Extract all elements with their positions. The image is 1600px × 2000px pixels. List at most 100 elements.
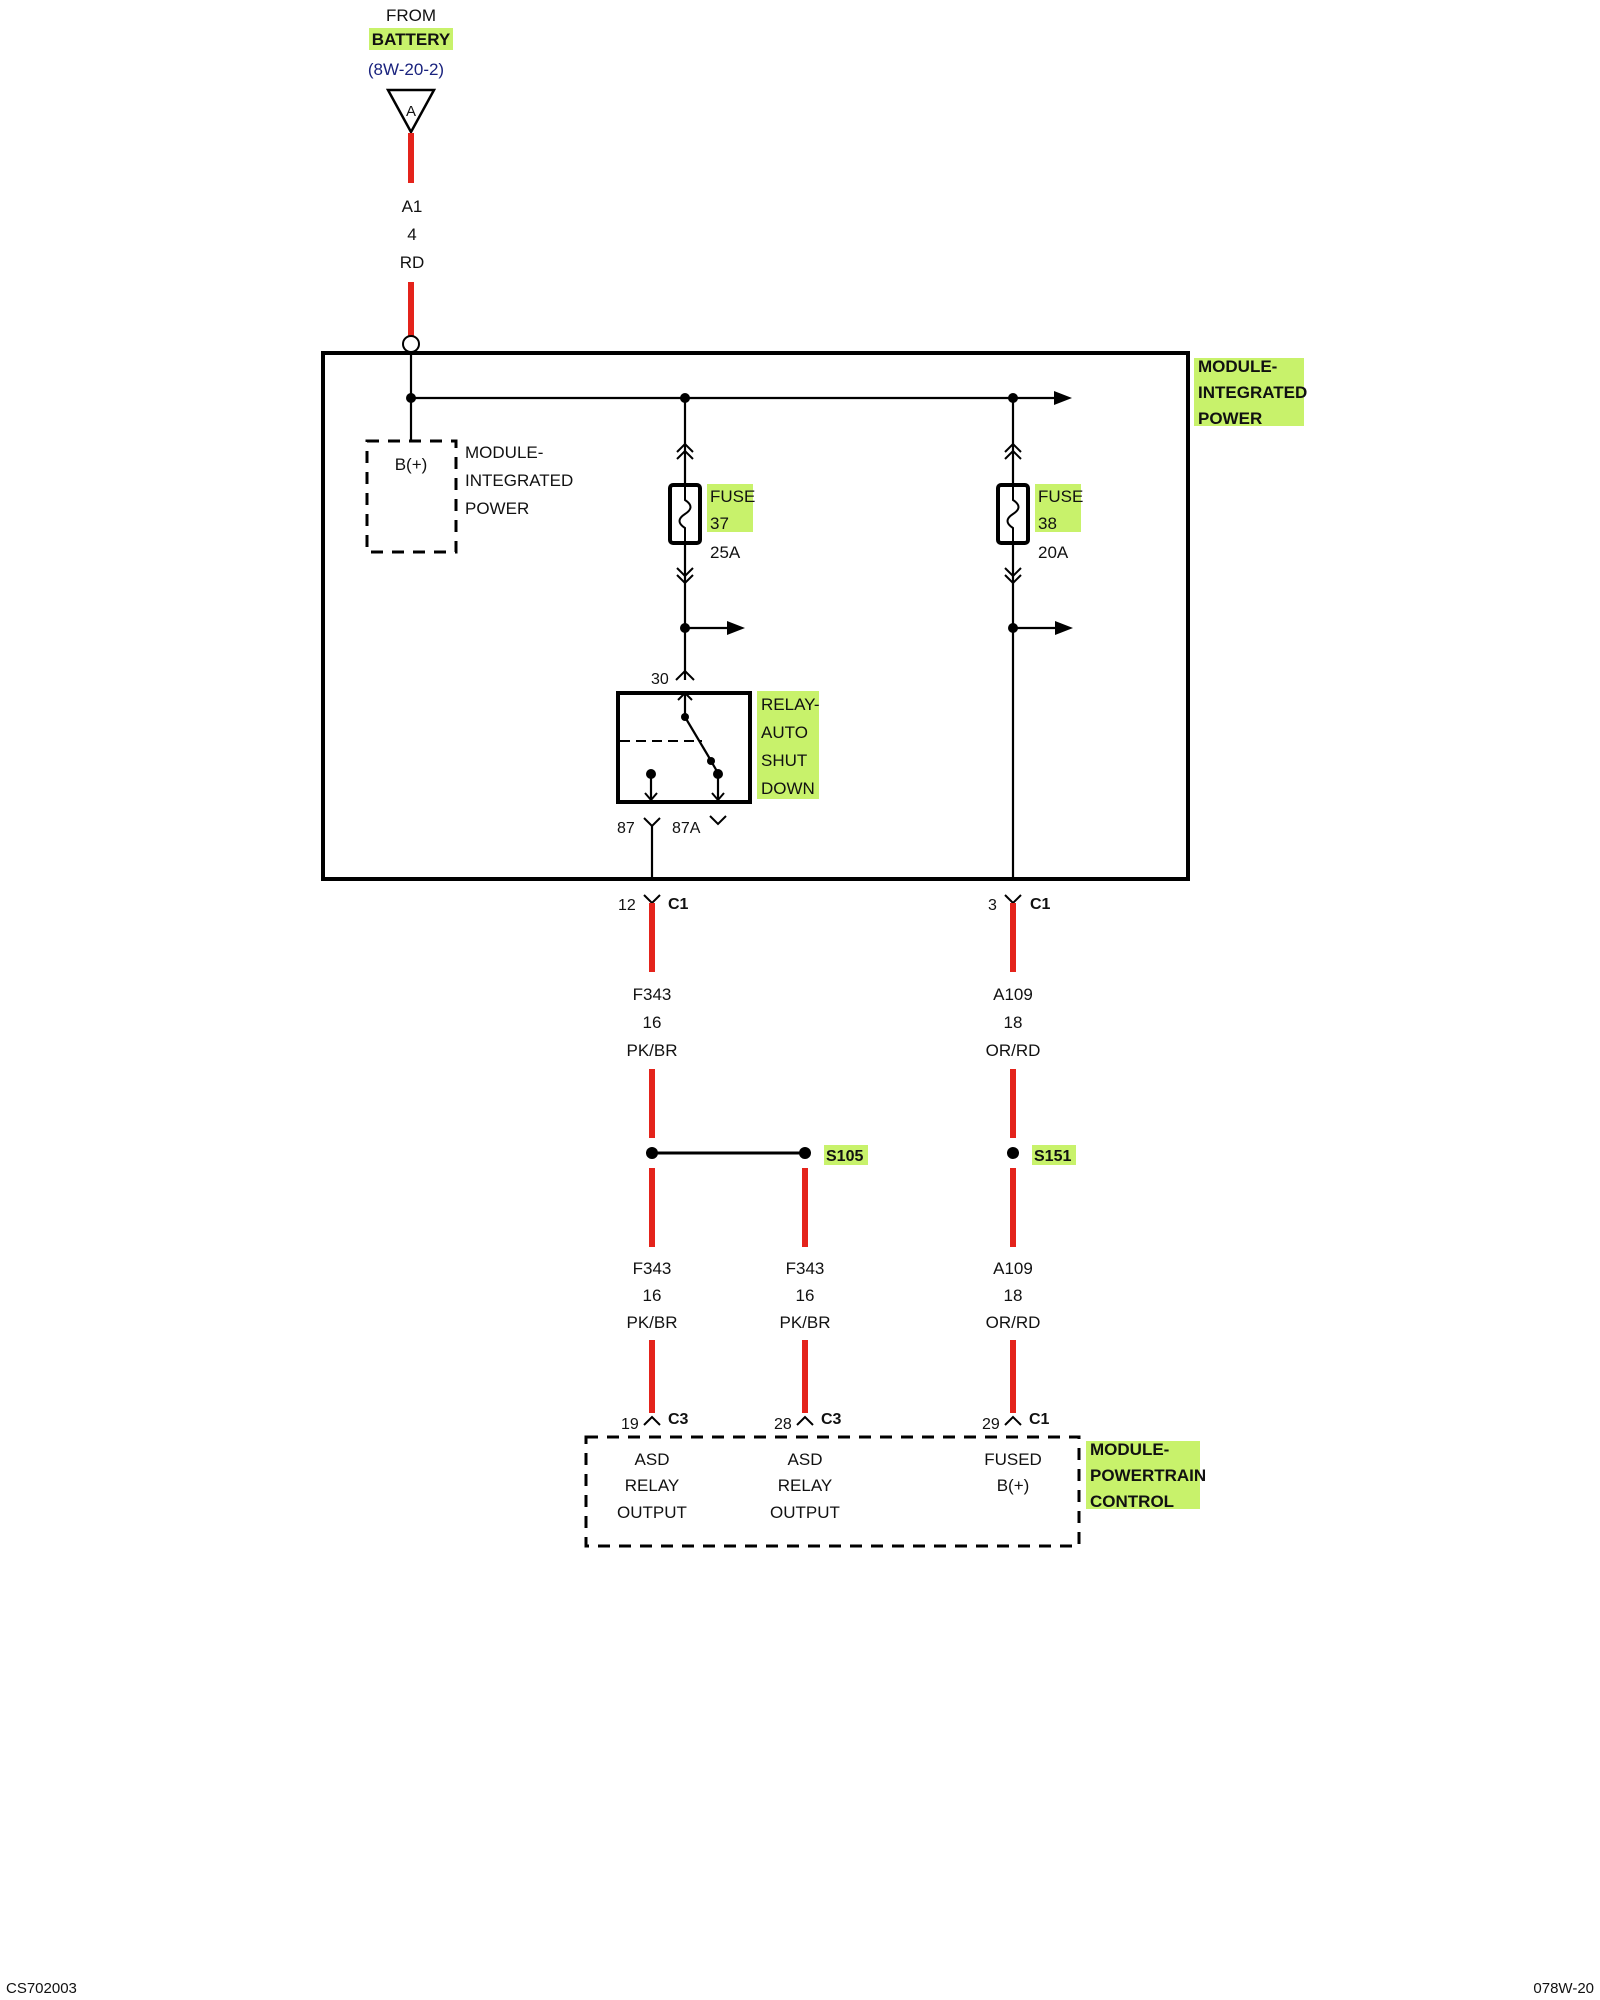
- highlight-relay-title: [757, 691, 819, 799]
- pcm-pin29-label-line1: FUSED: [984, 1450, 1042, 1469]
- fuse38-rating: 20A: [1038, 543, 1069, 562]
- highlight-s151: [1032, 1145, 1076, 1165]
- wire-f343-lower2-circuit: F343: [786, 1259, 825, 1278]
- bplus-desc-line3: POWER: [465, 499, 529, 518]
- relay-title-line2: AUTO: [761, 723, 808, 742]
- wire-f343-lower2-color: PK/BR: [779, 1313, 830, 1332]
- highlight-s105: [824, 1145, 868, 1165]
- highlight-battery: [369, 28, 453, 50]
- pcm-pin19-label-line1: ASD: [635, 1450, 670, 1469]
- fuse38-name: FUSE: [1038, 487, 1083, 506]
- relay-title-line4: DOWN: [761, 779, 815, 798]
- source-from-label: FROM: [386, 6, 436, 25]
- highlight-ipm-title: [1194, 358, 1304, 426]
- fuse37-branch-arrow-icon: [727, 621, 745, 635]
- relay-pin30-label: 30: [651, 671, 669, 688]
- wire-a1-circuit: A1: [402, 197, 423, 216]
- c1-pin12-number: 12: [618, 897, 636, 914]
- source-ref-link[interactable]: (8W-20-2): [368, 60, 444, 79]
- relay-title-line3: SHUT: [761, 751, 807, 770]
- fuse37-element-icon: [678, 485, 692, 543]
- fuse37-name: FUSE: [710, 487, 755, 506]
- pcm-pin19-label-line2: RELAY: [625, 1476, 680, 1495]
- pcm-title-line1: MODULE-: [1090, 1440, 1169, 1459]
- bplus-label: B(+): [395, 455, 428, 474]
- footer-left-code: CS702003: [6, 1980, 77, 1997]
- relay-pin87a-chevron-icon: [709, 815, 727, 826]
- relay-pin87-label: 87: [617, 820, 635, 837]
- highlight-fuse37: [707, 484, 753, 532]
- relay-pin87a-label: 87A: [672, 820, 701, 837]
- bus-arrow-icon: [1054, 391, 1072, 405]
- ipm-title-line1: MODULE-: [1198, 357, 1277, 376]
- wire-f343-lower1-color: PK/BR: [626, 1313, 677, 1332]
- connector-a-label: A: [406, 103, 416, 120]
- wire-f343-lower1-circuit: F343: [633, 1259, 672, 1278]
- wire-a109-upper-circuit: A109: [993, 985, 1033, 1004]
- bplus-desc-line2: INTEGRATED: [465, 471, 573, 490]
- splice-s151-label: S151: [1034, 1148, 1071, 1165]
- wire-f343-upper-color: PK/BR: [626, 1041, 677, 1060]
- pcm-pin28-number: 28: [774, 1416, 792, 1433]
- relay-87-arrow-icon: [644, 792, 658, 802]
- relay-title-line1: RELAY-: [761, 695, 820, 714]
- fuse37-number: 37: [710, 514, 729, 533]
- connector-a-triangle-icon: [385, 88, 437, 135]
- pcm-pin28-label-line1: ASD: [788, 1450, 823, 1469]
- splice-s105-node-right: [799, 1147, 811, 1159]
- relay-pin87-chevron-icon: [643, 817, 661, 828]
- pcm-pin29-number: 29: [982, 1416, 1000, 1433]
- wire-f343-upper-gauge: 16: [643, 1013, 662, 1032]
- pcm-module-box: [584, 1435, 1081, 1548]
- bplus-block: [365, 439, 458, 554]
- fuse37-top-chevrons-icon: [676, 442, 694, 460]
- wire-f343-lower1-gauge: 16: [643, 1286, 662, 1305]
- battery-source: FROM BATTERY (8W-20-2) A: [368, 6, 453, 135]
- fuse38-top-chevrons-icon: [1004, 442, 1022, 460]
- fuse38-element-icon: [1006, 485, 1020, 543]
- wire-a109-upper-gauge: 18: [1004, 1013, 1023, 1032]
- pcm-pin29-chevron-icon: [1004, 1415, 1022, 1426]
- c1-pin3-conn: C1: [1030, 896, 1051, 913]
- fuse38-bottom-chevrons-icon: [1004, 567, 1022, 585]
- wire-a1-color: RD: [400, 253, 425, 272]
- wire-a109-upper-color: OR/RD: [986, 1041, 1041, 1060]
- wire-f343-upper-circuit: F343: [633, 985, 672, 1004]
- bplus-desc-line1: MODULE-: [465, 443, 543, 462]
- ipm-title-line2: INTEGRATED: [1198, 383, 1307, 402]
- pcm-pin28-conn: C3: [821, 1411, 842, 1428]
- c1-pin12-chevron-icon: [643, 894, 661, 905]
- ipm-entry-terminal: [402, 335, 420, 353]
- splice-s151-node: [1007, 1147, 1019, 1159]
- splice-s105-label: S105: [826, 1148, 863, 1165]
- fuse38-number: 38: [1038, 514, 1057, 533]
- highlight-fuse38: [1035, 484, 1081, 532]
- pcm-pin19-conn: C3: [668, 1411, 689, 1428]
- fuse38-branch-arrow-icon: [1055, 621, 1073, 635]
- pcm-pin29-label-line2: B(+): [997, 1476, 1030, 1495]
- footer-right-code: 078W-20: [1533, 1980, 1594, 1997]
- c1-pin12-conn: C1: [668, 896, 689, 913]
- pcm-pin28-label-line2: RELAY: [778, 1476, 833, 1495]
- pcm-pin29-conn: C1: [1029, 1411, 1050, 1428]
- wire-a109-lower-color: OR/RD: [986, 1313, 1041, 1332]
- pcm-pin28-label-line3: OUTPUT: [770, 1503, 840, 1522]
- pcm-pin19-label-line3: OUTPUT: [617, 1503, 687, 1522]
- pcm-pin19-chevron-icon: [643, 1415, 661, 1426]
- pcm-pin28-chevron-icon: [796, 1415, 814, 1426]
- pcm-title-line2: POWERTRAIN: [1090, 1466, 1206, 1485]
- c1-pin3-chevron-icon: [1004, 894, 1022, 905]
- source-battery-label: BATTERY: [372, 30, 451, 49]
- wire-a109-lower-circuit: A109: [993, 1259, 1033, 1278]
- ipm-module-box: [321, 351, 1190, 881]
- fuse37-bottom-chevrons-icon: [676, 567, 694, 585]
- wire-a1-gauge: 4: [407, 225, 416, 244]
- highlight-pcm-title: [1086, 1441, 1200, 1509]
- wire-f343-lower2-gauge: 16: [796, 1286, 815, 1305]
- relay-87a-arrow-icon: [711, 792, 725, 802]
- relay-switch-arm: [684, 716, 711, 760]
- pcm-title-line3: CONTROL: [1090, 1492, 1174, 1511]
- relay-pin30-chevron-icon: [675, 669, 695, 681]
- fuse37-rating: 25A: [710, 543, 741, 562]
